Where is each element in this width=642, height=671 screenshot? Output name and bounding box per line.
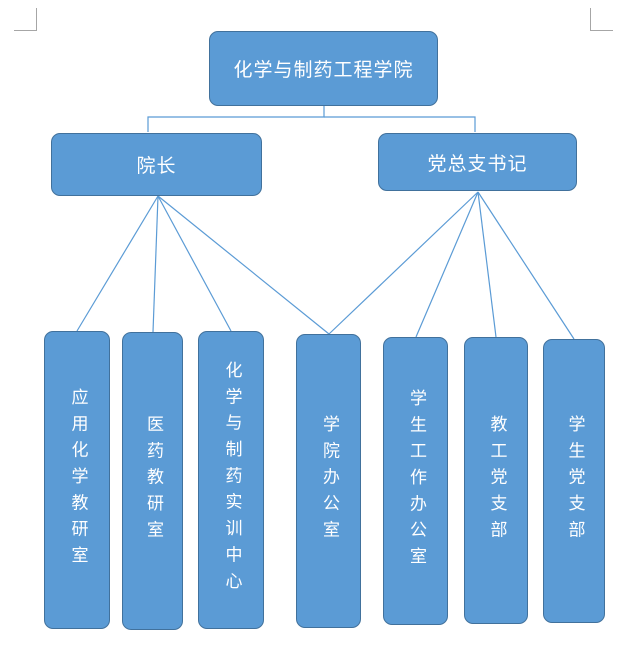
connector-root-to-leaders (147, 106, 325, 132)
unit-applied-chem-box: 应用化学教研室 (44, 331, 110, 629)
unit-applied-chem-label: 应用化学教研室 (67, 387, 88, 573)
unit-training-center-label: 化学与制药实训中心 (221, 361, 242, 599)
unit-training-center-box: 化学与制药实训中心 (198, 331, 264, 629)
connector-root-to-secretary (324, 116, 476, 132)
org-root-box: 化学与制药工程学院 (209, 31, 438, 106)
page-corner-mark-top-right (590, 8, 613, 31)
connector-secretary-to-college-office (328, 191, 479, 335)
unit-pharma-box: 医药教研室 (122, 332, 183, 630)
connector-dean-to-pharma (152, 195, 159, 333)
unit-pharma-label: 医药教研室 (143, 415, 163, 547)
unit-student-affairs-box: 学生工作办公室 (383, 337, 448, 625)
connector-dean-to-applied-chem (76, 195, 159, 332)
org-root-label: 化学与制药工程学院 (233, 59, 414, 81)
connector-secretary-to-faculty-party (477, 191, 497, 338)
dean-box: 院长 (51, 133, 262, 196)
unit-student-party-label: 学生党支部 (564, 415, 585, 547)
unit-college-office-box: 学院办公室 (296, 334, 361, 628)
party-secretary-label: 党总支书记 (427, 152, 528, 175)
dean-label: 院长 (136, 155, 177, 177)
unit-faculty-party-label: 教工党支部 (486, 414, 507, 547)
connector-secretary-to-student-affairs (415, 191, 479, 338)
unit-student-affairs-label: 学生工作办公室 (406, 388, 426, 574)
connector-dean-to-training-center (157, 195, 232, 332)
unit-student-party-box: 学生党支部 (543, 339, 605, 623)
unit-faculty-party-box: 教工党支部 (464, 337, 528, 624)
connector-dean-to-college-office (157, 195, 330, 335)
page-corner-mark-top-left (14, 8, 37, 31)
connector-secretary-to-student-party (477, 191, 575, 340)
unit-college-office-label: 学院办公室 (319, 415, 339, 547)
party-secretary-box: 党总支书记 (378, 133, 577, 191)
